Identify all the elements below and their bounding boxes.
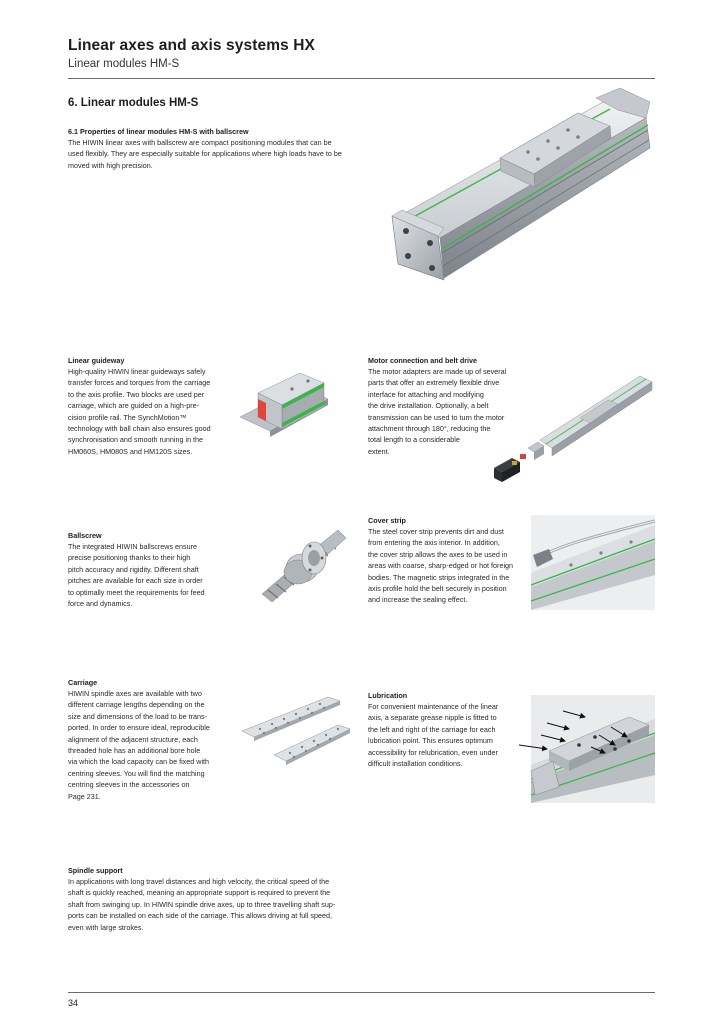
carriage-plates-illustration	[241, 696, 351, 765]
cover-strip-text: The steel cover strip prevents dirt and …	[368, 527, 514, 605]
intro-heading: 6.1 Properties of linear modules HM-S wi…	[68, 127, 249, 136]
feature-motor-connection: Motor connection and belt drive The moto…	[368, 355, 528, 457]
carriage-text: HIWIN spindle axes are available with tw…	[68, 689, 210, 801]
linear-guideway-text: High-quality HIWIN linear guideways safe…	[68, 367, 211, 456]
motor-connection-text: The motor adapters are made up of severa…	[368, 367, 507, 456]
carriage-heading: Carriage	[68, 678, 98, 687]
intro-block: 6.1 Properties of linear modules HM-S wi…	[68, 126, 368, 171]
cover-strip-heading: Cover strip	[368, 516, 406, 525]
spindle-support-text: In applications with long travel distanc…	[68, 877, 336, 932]
document-subtitle: Linear modules HM-S	[68, 58, 180, 70]
header-divider	[68, 78, 655, 79]
linear-guideway-heading: Linear guideway	[68, 356, 125, 365]
intro-text: The HIWIN linear axes with ballscrew are…	[68, 138, 342, 170]
feature-spindle-support: Spindle support In applications with lon…	[68, 865, 368, 933]
cover-strip-illustration	[530, 515, 656, 610]
document-title: Linear axes and axis systems HX	[68, 37, 315, 54]
lubrication-text: For convenient maintenance of the linear…	[368, 702, 499, 769]
linear-module-illustration	[391, 87, 651, 281]
footer-divider	[68, 992, 655, 993]
feature-linear-guideway: Linear guideway High-quality HIWIN linea…	[68, 355, 228, 457]
guideway-block-illustration	[239, 372, 329, 437]
feature-lubrication: Lubrication For convenient maintenance o…	[368, 690, 528, 769]
ballscrew-heading: Ballscrew	[68, 531, 102, 540]
feature-cover-strip: Cover strip The steel cover strip preven…	[368, 515, 528, 606]
ballscrew-nut-illustration	[261, 529, 347, 603]
lubrication-heading: Lubrication	[368, 691, 408, 700]
section-title: 6. Linear modules HM-S	[68, 97, 199, 109]
ballscrew-text: The integrated HIWIN ballscrews ensure p…	[68, 542, 205, 609]
lubrication-arrows-illustration	[518, 695, 656, 803]
feature-ballscrew: Ballscrew The integrated HIWIN ballscrew…	[68, 530, 228, 609]
feature-carriage: Carriage HIWIN spindle axes are availabl…	[68, 677, 228, 802]
motor-drive-illustration	[494, 375, 653, 482]
motor-connection-heading: Motor connection and belt drive	[368, 356, 478, 365]
spindle-support-heading: Spindle support	[68, 866, 123, 875]
page-number: 34	[68, 998, 79, 1008]
